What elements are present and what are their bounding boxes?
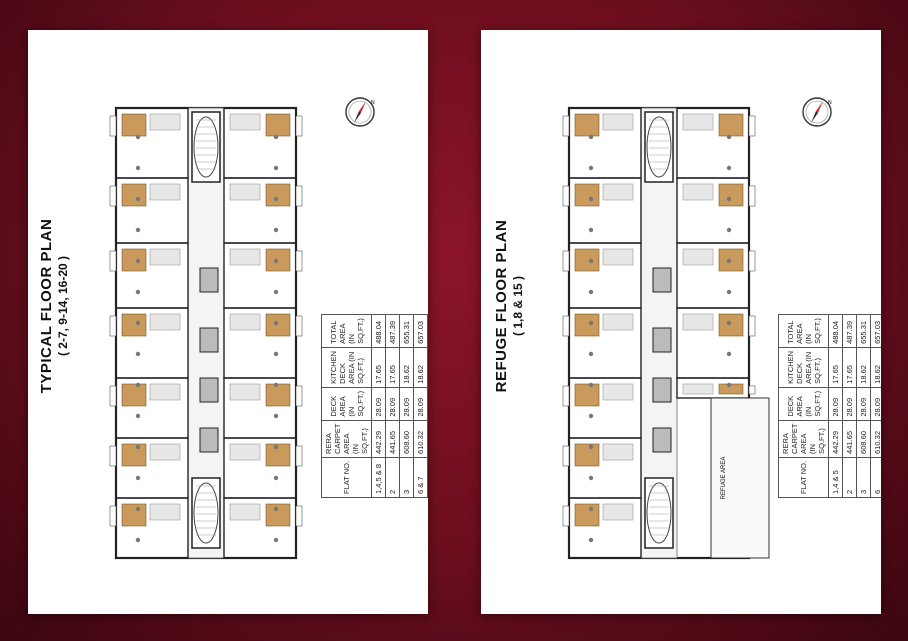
table-cell: 17.65 xyxy=(385,347,400,388)
table-cell: 17.65 xyxy=(828,347,843,388)
table-cell: 6 xyxy=(870,457,881,498)
table-header: FLAT NO. xyxy=(321,457,372,498)
compass-icon: N xyxy=(802,97,832,127)
table-header: KITCHEN DECK AREA (IN SQ.FT.) xyxy=(778,347,829,388)
table-cell: 17.65 xyxy=(371,347,386,388)
table-cell: 3 xyxy=(856,457,871,498)
table-header: KITCHEN DECK AREA (IN SQ.FT.) xyxy=(321,347,372,388)
table-cell: 488.04 xyxy=(371,314,386,348)
refuge-floor-plan-sheet: REFUGE FLOOR PLAN ( 1,8 & 15 ) REFUGE AR… xyxy=(481,30,881,614)
compass-icon: N xyxy=(345,97,375,127)
table-cell: 6 & 7 xyxy=(413,457,428,498)
table-row: 2 441.65 28.09 17.65 487.39 xyxy=(385,314,400,498)
table-cell: 28.09 xyxy=(371,387,386,421)
table-cell: 657.03 xyxy=(413,314,428,348)
table-cell: 17.65 xyxy=(842,347,857,388)
refuge-floor-plan-drawing: REFUGE AREA xyxy=(562,106,770,560)
table-header: FLAT NO. xyxy=(778,457,829,498)
table-cell: 1,4,5 & 8 xyxy=(371,457,386,498)
table-cell: 3 xyxy=(399,457,414,498)
table-header: TOTAL AREA (IN SQ.FT.) xyxy=(321,314,372,348)
typical-plan-subtitle: ( 2-7, 9-14, 16-20 ) xyxy=(56,255,70,357)
table-cell: 2 xyxy=(385,457,400,498)
refuge-plan-subtitle: ( 1,8 & 15 ) xyxy=(511,275,525,337)
table-row: 6 & 7 610.32 28.09 18.62 657.03 xyxy=(413,314,428,498)
table-header: DECK AREA (IN SQ.FT.) xyxy=(778,387,829,421)
table-cell: 18.62 xyxy=(870,347,881,388)
table-cell: 28.09 xyxy=(399,387,414,421)
refuge-area-label: REFUGE AREA xyxy=(721,457,727,500)
typical-plan-title: TYPICAL FLOOR PLAN xyxy=(38,218,55,394)
refuge-plan-title: REFUGE FLOOR PLAN xyxy=(493,219,510,393)
svg-text:N: N xyxy=(828,100,832,106)
table-row: 3 608.60 28.09 18.62 655.31 xyxy=(399,314,414,498)
refuge-plan-title-block: REFUGE FLOOR PLAN ( 1,8 & 15 ) xyxy=(493,186,525,426)
table-row: 2 441.65 28.09 17.65 487.39 xyxy=(842,314,857,498)
table-cell: 441.65 xyxy=(842,420,857,458)
table-cell: 488.04 xyxy=(828,314,843,348)
table-cell: 28.09 xyxy=(870,387,881,421)
table-cell: 18.62 xyxy=(399,347,414,388)
table-cell: 657.03 xyxy=(870,314,881,348)
typical-plan-title-block: TYPICAL FLOOR PLAN ( 2-7, 9-14, 16-20 ) xyxy=(38,186,70,426)
typical-area-table: FLAT NO. RERA CARPET AREA (IN SQ.FT.) DE… xyxy=(321,314,428,498)
table-cell: 655.31 xyxy=(399,314,414,348)
svg-text:N: N xyxy=(371,100,375,106)
table-header: RERA CARPET AREA (IN SQ.FT.) xyxy=(321,420,372,458)
table-row: 3 608.60 28.09 18.62 655.31 xyxy=(856,314,871,498)
typical-floor-plan-sheet: TYPICAL FLOOR PLAN ( 2-7, 9-14, 16-20 ) … xyxy=(28,30,428,614)
table-header: TOTAL AREA (IN SQ.FT.) xyxy=(778,314,829,348)
table-cell: 2 xyxy=(842,457,857,498)
table-cell: 28.09 xyxy=(842,387,857,421)
table-cell: 18.62 xyxy=(856,347,871,388)
table-cell: 610.32 xyxy=(413,420,428,458)
table-cell: 442.29 xyxy=(828,420,843,458)
refuge-area-table: FLAT NO. RERA CARPET AREA (IN SQ.FT.) DE… xyxy=(778,314,881,498)
table-cell: 28.09 xyxy=(856,387,871,421)
table-header: RERA CARPET AREA (IN SQ.FT.) xyxy=(778,420,829,458)
table-header: DECK AREA (IN SQ.FT.) xyxy=(321,387,372,421)
table-cell: 441.65 xyxy=(385,420,400,458)
table-cell: 655.31 xyxy=(856,314,871,348)
table-cell: 28.09 xyxy=(385,387,400,421)
table-cell: 18.62 xyxy=(413,347,428,388)
table-cell: 487.39 xyxy=(842,314,857,348)
table-cell: 1,4 & 5 xyxy=(828,457,843,498)
table-cell: 608.60 xyxy=(399,420,414,458)
table-cell: 608.60 xyxy=(856,420,871,458)
typical-floor-plan-drawing xyxy=(109,106,303,560)
table-cell: 28.09 xyxy=(413,387,428,421)
table-cell: 610.32 xyxy=(870,420,881,458)
table-cell: 442.29 xyxy=(371,420,386,458)
table-row: 1,4,5 & 8 442.29 28.09 17.65 488.04 xyxy=(371,314,386,498)
table-row: 1,4 & 5 442.29 28.09 17.65 488.04 xyxy=(828,314,843,498)
table-cell: 487.39 xyxy=(385,314,400,348)
table-row: 6 610.32 28.09 18.62 657.03 xyxy=(870,314,881,498)
table-cell: 28.09 xyxy=(828,387,843,421)
